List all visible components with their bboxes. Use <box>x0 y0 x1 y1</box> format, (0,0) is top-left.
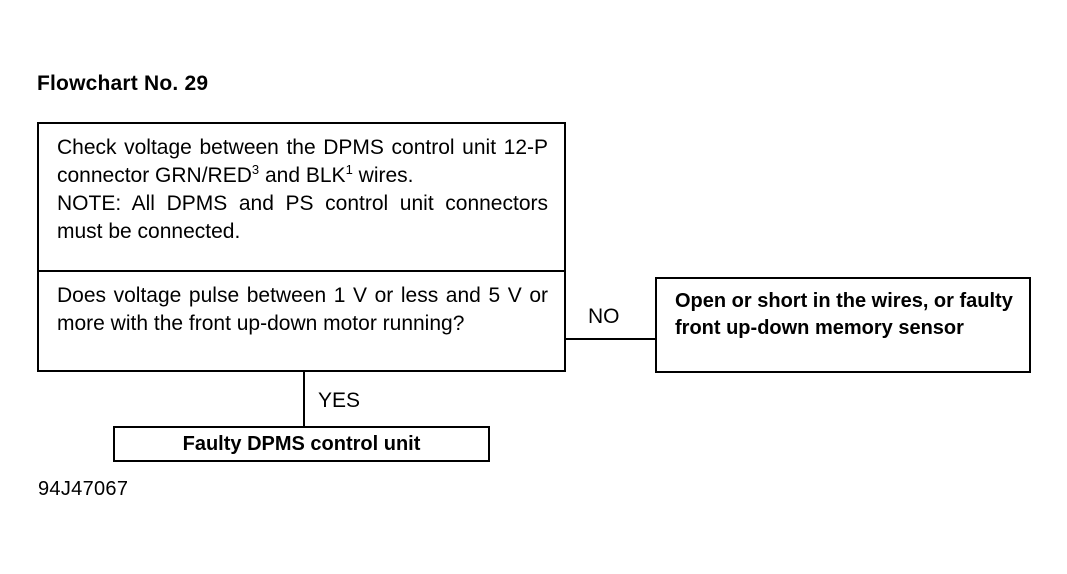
action-instruction-text: Check voltage between the DPMS control u… <box>57 134 548 190</box>
action-note-text: NOTE: All DPMS and PS control unit conne… <box>57 192 548 243</box>
question-pane: Does voltage pulse between 1 V or less a… <box>39 272 564 370</box>
action-instruction-pane: Check voltage between the DPMS control u… <box>39 124 564 272</box>
branch-label-no: NO <box>588 305 620 328</box>
blk-superscript: 1 <box>345 162 353 177</box>
action-line-prefix: Check voltage between the DPMS control u… <box>57 136 548 187</box>
grn-red-superscript: 3 <box>251 162 260 177</box>
action-line-mid: and BLK <box>259 164 346 187</box>
result-box-faulty-control-unit: Faulty DPMS control unit <box>113 426 490 462</box>
connector-no-branch <box>566 338 657 340</box>
question-text: Does voltage pulse between 1 V or less a… <box>57 284 548 335</box>
result-text: Faulty DPMS control unit <box>182 432 421 455</box>
figure-reference-code: 94J47067 <box>38 478 129 500</box>
result-box-inner: Faulty DPMS control unit <box>115 428 488 460</box>
action-line-suffix: wires. <box>352 164 414 187</box>
outcome-box-inner: Open or short in the wires, or faulty fr… <box>657 279 1029 350</box>
branch-label-yes: YES <box>318 389 361 412</box>
outcome-box-open-or-short: Open or short in the wires, or faulty fr… <box>655 277 1031 373</box>
decision-step-box: Check voltage between the DPMS control u… <box>37 122 566 372</box>
page-title: Flowchart No. 29 <box>37 72 209 95</box>
outcome-text: Open or short in the wires, or faulty fr… <box>675 290 1013 339</box>
connector-yes-branch <box>303 372 305 428</box>
